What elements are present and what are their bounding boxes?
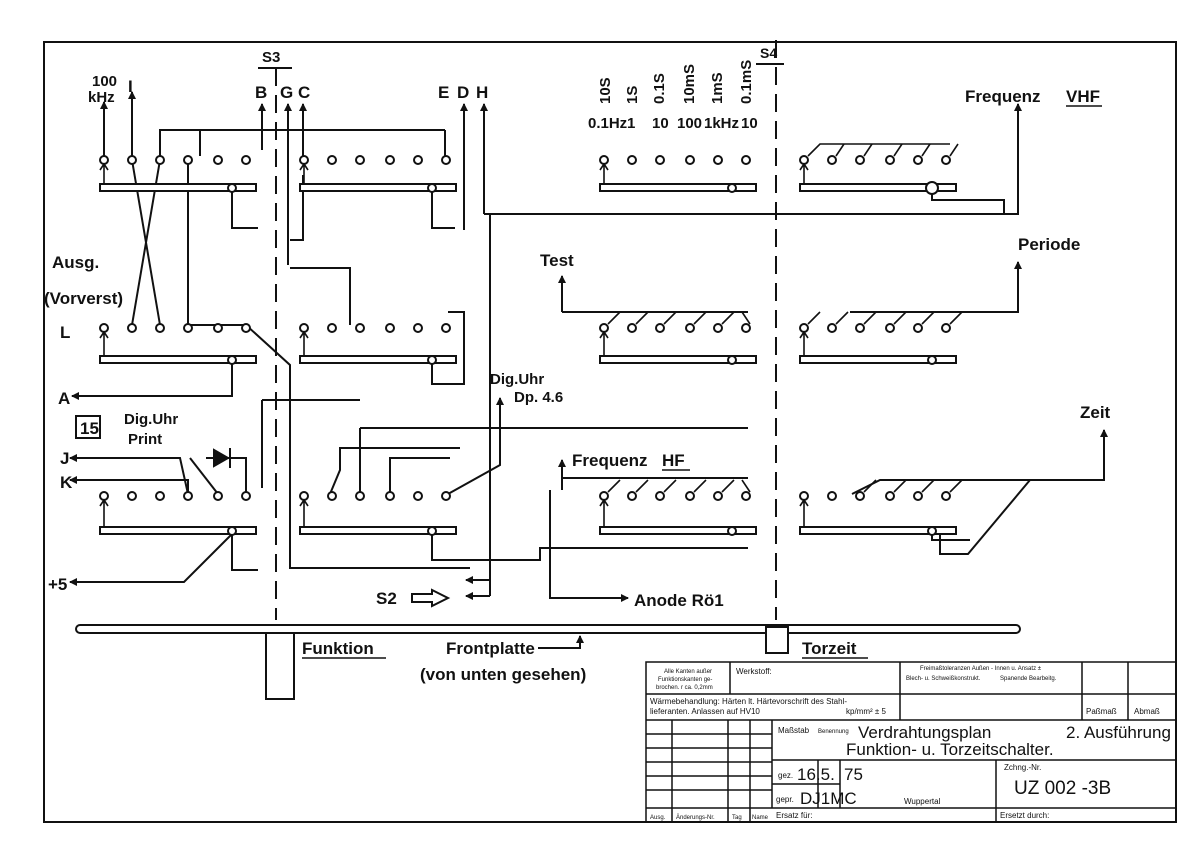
tb-passmass: Paßmaß xyxy=(1086,707,1117,716)
tb-kanten-2: Funktionskanten ge- xyxy=(658,677,712,683)
label-hf: HF xyxy=(662,451,685,470)
tb-werkstoff: Werkstoff: xyxy=(736,667,772,676)
label-h: H xyxy=(476,83,488,102)
label-i: I xyxy=(128,77,133,96)
tb-zchng-nr: UZ 002 -3B xyxy=(1014,778,1111,799)
s4-time-10s: 10S xyxy=(597,77,614,104)
tb-benennung: Benennung xyxy=(818,729,849,735)
label-dig-uhr-print-1: Dig.Uhr xyxy=(124,411,178,428)
label-e: E xyxy=(438,83,449,102)
tb-gez-date: 16.5. xyxy=(797,765,835,784)
tb-abmass: Abmaß xyxy=(1134,707,1160,716)
title-block xyxy=(645,661,1177,823)
tb-blech: Blech- u. Schweißkonstrukt. xyxy=(906,676,981,682)
label-s2: S2 xyxy=(376,589,397,608)
tb-gez-year: 75 xyxy=(844,765,863,784)
tb-spanend: Spanende Bearbeitg. xyxy=(1000,676,1057,682)
label-dig-uhr-2: Dp. 4.6 xyxy=(514,389,563,406)
label-funktion: Funktion xyxy=(302,639,374,658)
contact-banks xyxy=(99,183,957,535)
label-ausg: Ausg. xyxy=(52,253,99,272)
tb-gepr: gepr. xyxy=(776,795,794,804)
label-d: D xyxy=(457,83,469,102)
tb-waerme-2: lieferanten. Anlassen auf HV10 xyxy=(650,707,760,716)
label-vorverst: (Vorverst) xyxy=(44,289,123,308)
label-freq-hf: Frequenz xyxy=(572,451,648,470)
tb-freimass: Freimaßtoleranzen Außen - Innen u. Ansat… xyxy=(920,666,1042,672)
label-s4: S4 xyxy=(760,45,777,61)
tb-kanten-3: brochen. r ca. 0,2mm xyxy=(656,685,713,691)
labels: 100 kHz I S3 B G C E D H S4 10S 1S 0.1S … xyxy=(44,45,1111,684)
label-c: C xyxy=(298,83,310,102)
tb-ersatz-fuer: Ersatz für: xyxy=(776,811,812,820)
tb-rev-tag: Tag xyxy=(732,815,742,821)
s4-time-1ms: 1mS xyxy=(709,72,726,104)
s4-freq-10: 10 xyxy=(652,115,669,132)
label-g: G xyxy=(280,83,293,102)
label-100: 100 xyxy=(92,73,117,90)
shaft-lines xyxy=(275,40,777,620)
s4-freq-100: 100 xyxy=(677,115,702,132)
s4-time-01ms: 0.1mS xyxy=(738,60,755,104)
tb-title2: Funktion- u. Torzeitschalter. xyxy=(846,740,1054,759)
label-torzeit: Torzeit xyxy=(802,639,857,658)
tb-title1: Verdrahtungsplan xyxy=(858,723,991,742)
s4-time-01s: 0.1S xyxy=(651,73,668,104)
title-block-text: Alle Kanten außer Funktionskanten ge- br… xyxy=(650,666,1171,821)
tb-kp: kp/mm² ± 5 xyxy=(846,707,887,716)
frontplatte xyxy=(75,624,1021,700)
wire-top-bus xyxy=(159,129,445,160)
s4-freq-01hz: 0.1Hz xyxy=(588,115,627,132)
tb-ersetzt-durch: Ersetzt durch: xyxy=(1000,811,1049,820)
tb-gez: gez. xyxy=(778,771,793,780)
tb-kanten-1: Alle Kanten außer xyxy=(664,669,712,675)
tb-rev-aenderung: Änderungs-Nr. xyxy=(676,814,715,821)
label-anode: Anode Rö1 xyxy=(634,591,724,610)
diode-symbol xyxy=(206,448,244,468)
tb-waerme-1: Wärmebehandlung: Härten lt. Härtevorschr… xyxy=(650,697,847,706)
tb-gepr-name: DJ1MC xyxy=(800,789,857,808)
label-von-unten: (von unten gesehen) xyxy=(420,665,586,684)
drawing-border xyxy=(43,41,1177,823)
label-vhf: VHF xyxy=(1066,87,1100,106)
label-freq-vhf: Frequenz xyxy=(965,87,1041,106)
s4-freq-10b: 10 xyxy=(741,115,758,132)
wiring xyxy=(69,91,1108,602)
label-khz: kHz xyxy=(88,89,115,106)
tb-wuppertal: Wuppertal xyxy=(904,797,941,806)
tb-massstab: Maßstab xyxy=(778,726,810,735)
s4-freq-1khz: 1kHz xyxy=(704,115,739,132)
wire-h-vhf xyxy=(484,104,1019,215)
label-k: K xyxy=(60,473,73,492)
label-b: B xyxy=(255,83,267,102)
tb-ausfuehrung: 2. Ausführung xyxy=(1066,723,1171,742)
s4-time-1s: 1S xyxy=(624,86,641,104)
label-periode: Periode xyxy=(1018,235,1080,254)
label-frontplatte: Frontplatte xyxy=(446,639,535,658)
label-dig-uhr-1: Dig.Uhr xyxy=(490,371,544,388)
label-15: 15 xyxy=(80,419,99,438)
label-dig-uhr-print-2: Print xyxy=(128,431,162,448)
label-plus5: +5 xyxy=(48,575,67,594)
label-j: J xyxy=(60,449,69,468)
tb-rev-ausg: Ausg. xyxy=(650,815,666,821)
label-zeit: Zeit xyxy=(1080,403,1111,422)
s4-freq-1: 1 xyxy=(627,115,635,132)
s4-time-10ms: 10mS xyxy=(681,64,698,104)
contacts xyxy=(99,155,951,536)
label-s3: S3 xyxy=(262,49,280,66)
s2-arrow xyxy=(411,588,451,608)
tb-rev-name: Name xyxy=(752,815,769,821)
label-a: A xyxy=(58,389,70,408)
label-l: L xyxy=(60,323,70,342)
wipers xyxy=(99,143,963,527)
label-test: Test xyxy=(540,251,574,270)
box-15 xyxy=(75,415,101,439)
tb-zchng-label: Zchng.-Nr. xyxy=(1004,763,1041,772)
